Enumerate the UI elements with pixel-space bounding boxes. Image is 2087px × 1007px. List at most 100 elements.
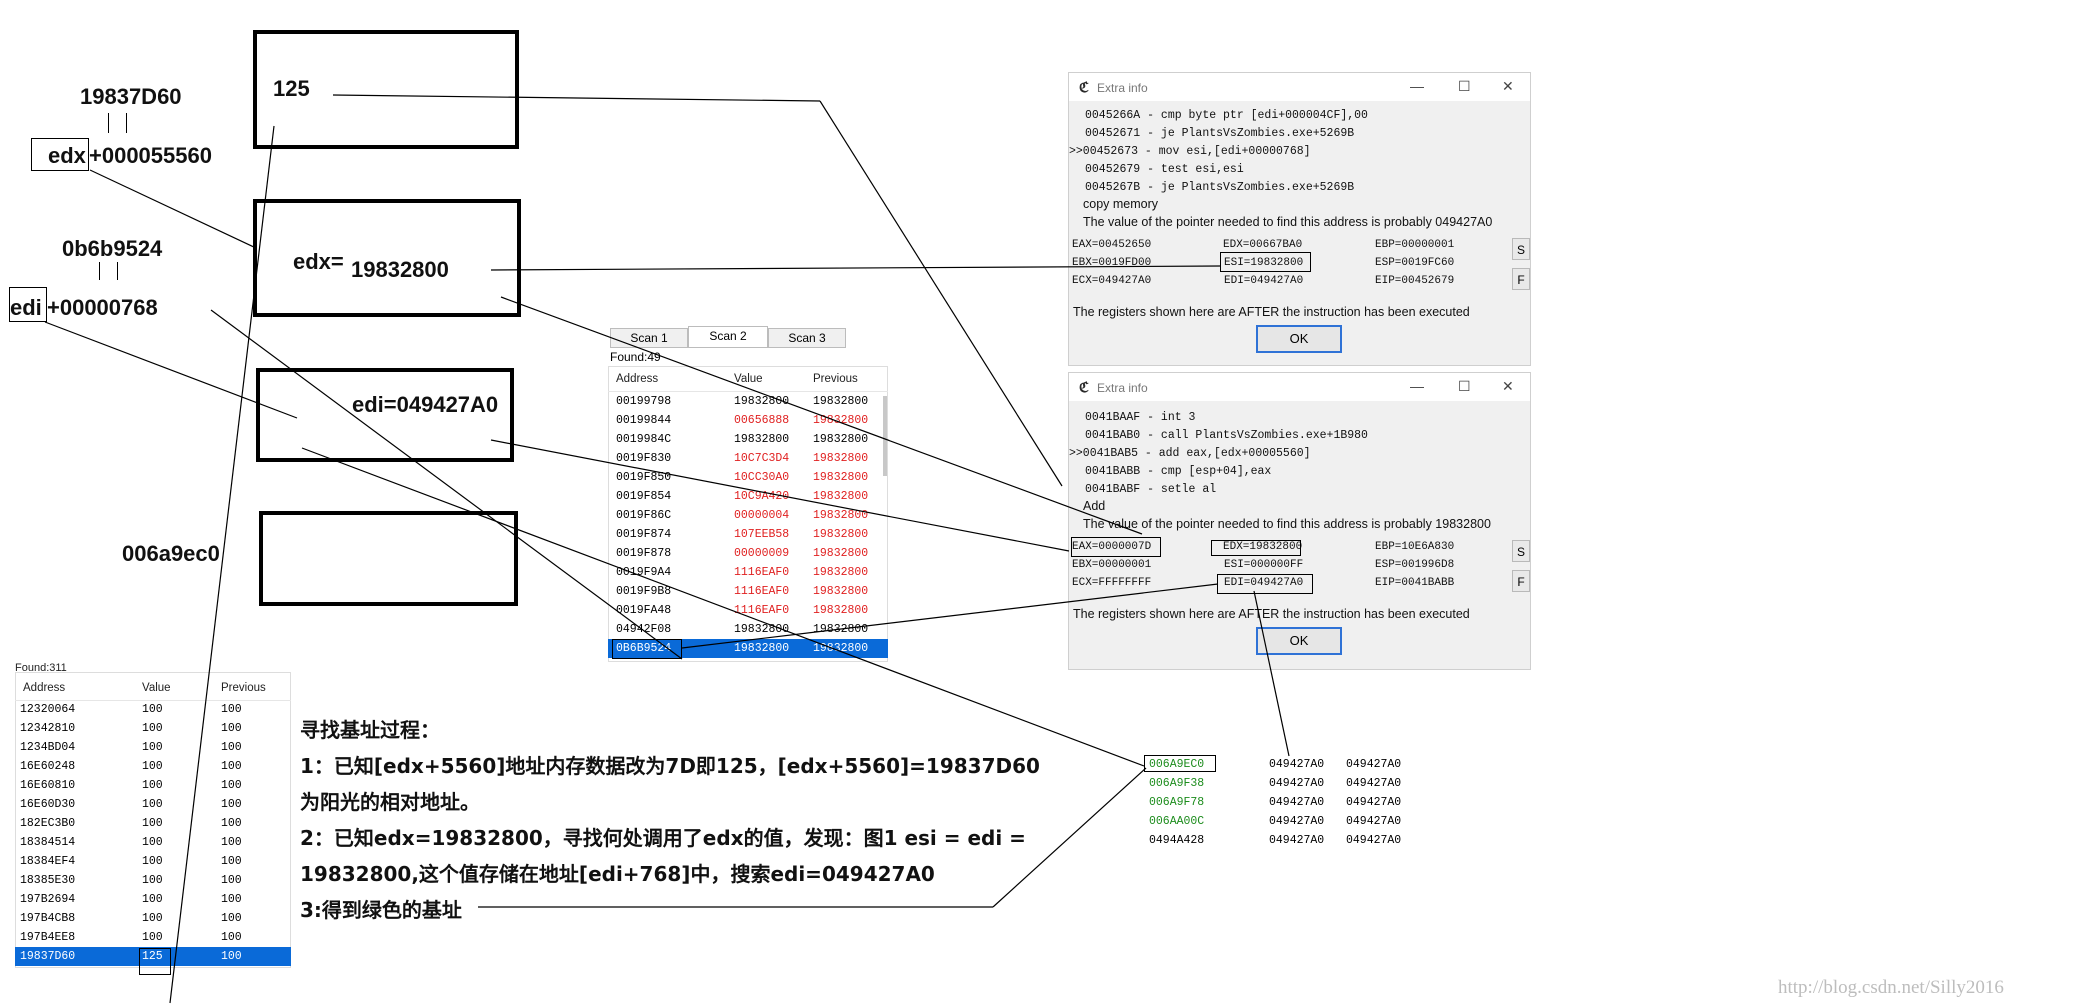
maximize-icon[interactable]: ☐ xyxy=(1458,378,1471,394)
box-125-text: 125 xyxy=(273,76,310,101)
f-button[interactable]: F xyxy=(1512,570,1530,592)
address-cell: 12320064 xyxy=(20,703,76,716)
address-cell: 04942F08 xyxy=(616,623,672,636)
col-previous[interactable]: Previous xyxy=(221,682,266,694)
tick-mark xyxy=(108,113,109,133)
col-previous[interactable]: Previous xyxy=(813,373,858,385)
minimize-icon[interactable]: — xyxy=(1410,78,1424,94)
register-esi: ESI=19832800 xyxy=(1224,257,1304,269)
label-006a9ec0: 006a9ec0 xyxy=(122,541,220,566)
address-cell: 18384EF4 xyxy=(20,855,76,868)
f-button[interactable]: F xyxy=(1512,268,1530,290)
address-cell: 0019F830 xyxy=(616,452,672,465)
previous-cell: 100 xyxy=(221,836,242,849)
tick-mark xyxy=(99,262,100,280)
col-value[interactable]: Value xyxy=(142,682,171,694)
code-line: 00452671 - je PlantsVsZombies.exe+5269B xyxy=(1085,127,1355,140)
value-cell: 049427A0 xyxy=(1269,758,1325,771)
cheat-engine-icon: ℭ xyxy=(1079,79,1089,95)
register-edi: EDI=049427A0 xyxy=(1224,275,1304,287)
watermark: http://blog.csdn.net/Silly2016 xyxy=(1778,977,2004,998)
value-cell: 19832800 xyxy=(734,433,790,446)
previous-cell: 100 xyxy=(221,893,242,906)
label-edx-offset: +000055560 xyxy=(89,143,212,168)
value-cell: 100 xyxy=(142,703,163,716)
previous-cell: 049427A0 xyxy=(1346,834,1402,847)
register-ecx: ECX=FFFFFFFF xyxy=(1072,577,1152,589)
maximize-icon[interactable]: ☐ xyxy=(1458,78,1471,94)
previous-cell: 19832800 xyxy=(813,471,869,484)
tick-mark xyxy=(117,262,118,280)
col-address[interactable]: Address xyxy=(23,682,66,694)
found-count: Found:49 xyxy=(610,350,661,364)
previous-cell: 100 xyxy=(221,722,242,735)
register-ebp: EBP=10E6A830 xyxy=(1375,541,1455,553)
code-line: 0045266A - cmp byte ptr [edi+000004CF],0… xyxy=(1085,109,1368,122)
address-cell: 18385E30 xyxy=(20,874,76,887)
previous-cell: 19832800 xyxy=(813,509,869,522)
dialog-title: Extra info xyxy=(1097,81,1148,95)
previous-cell: 049427A0 xyxy=(1346,777,1402,790)
register-esi: ESI=000000FF xyxy=(1224,559,1304,571)
previous-cell: 19832800 xyxy=(813,452,869,465)
first-scan-table: Found:311 Address Value Previous 1232006… xyxy=(15,662,291,968)
ok-button[interactable]: OK xyxy=(1256,325,1342,353)
col-address[interactable]: Address xyxy=(616,373,659,385)
minimize-icon[interactable]: — xyxy=(1410,378,1424,394)
registers-note: The registers shown here are AFTER the i… xyxy=(1073,305,1470,319)
address-cell: 0019F9A4 xyxy=(616,566,672,579)
previous-cell: 100 xyxy=(221,779,242,792)
previous-cell: 19832800 xyxy=(813,642,869,655)
eax-highlight-box xyxy=(1071,537,1161,557)
address-cell: 0019F874 xyxy=(616,528,672,541)
tab-scan-3[interactable]: Scan 3 xyxy=(768,328,846,348)
previous-cell: 19832800 xyxy=(813,623,869,636)
register-ebp: EBP=00000001 xyxy=(1375,239,1455,251)
s-button[interactable]: S xyxy=(1512,238,1530,260)
tab-scan-2[interactable]: Scan 2 xyxy=(688,326,768,348)
close-icon[interactable]: ✕ xyxy=(1502,378,1514,394)
s-button[interactable]: S xyxy=(1512,540,1530,562)
tab-scan-1[interactable]: Scan 1 xyxy=(610,328,688,348)
col-value[interactable]: Value xyxy=(734,373,763,385)
box-edx-value: 19832800 xyxy=(351,257,449,282)
close-icon[interactable]: ✕ xyxy=(1502,78,1514,94)
ok-button[interactable]: OK xyxy=(1256,627,1342,655)
value-cell: 19832800 xyxy=(734,642,790,655)
value-cell: 100 xyxy=(142,931,163,944)
register-esp: ESP=0019FC60 xyxy=(1375,257,1455,269)
edx-highlight-box xyxy=(1211,540,1301,556)
code-line: 0041BAB0 - call PlantsVsZombies.exe+1B98… xyxy=(1085,429,1368,442)
